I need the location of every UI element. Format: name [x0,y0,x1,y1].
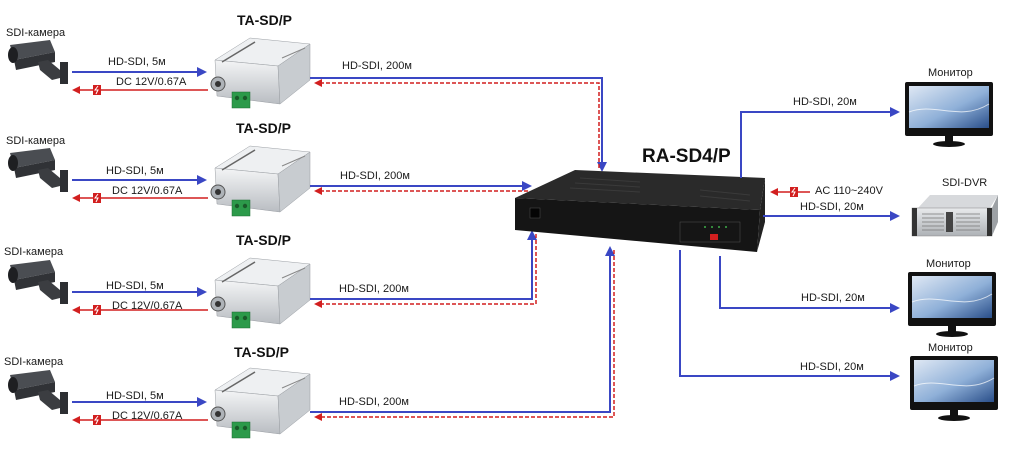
trunk-link-label: HD-SDI, 200м [339,283,409,295]
video-link-label: HD-SDI, 5м [106,280,164,292]
camera-label: SDI-камера [6,135,66,147]
terminal-block [231,421,251,439]
output-link-label: HD-SDI, 20м [801,292,865,304]
cctv-camera-icon [8,370,68,414]
transmitter-device [210,367,311,439]
transmitter-model: TA-SD/P [234,344,289,360]
monitor-icon [905,82,993,147]
trunk-line-2 [310,181,532,195]
video-link-label: HD-SDI, 5м [108,56,166,68]
receiver-device [515,170,765,252]
output-line-3 [719,256,900,313]
monitor-icon [910,356,998,421]
output-device-label: Монитор [928,342,973,354]
video-link-label: HD-SDI, 5м [106,390,164,402]
camera-label: SDI-камера [6,27,66,39]
camera-row [8,37,311,109]
cctv-camera-icon [8,40,68,84]
transmitter-model: TA-SD/P [236,120,291,136]
cctv-camera-icon [8,148,68,192]
trunk-line-3 [310,230,537,308]
camera-row [8,145,311,217]
transmitter-device [210,257,311,329]
receiver-model: RA-SD4/P [642,146,731,167]
transmitter-model: TA-SD/P [236,232,291,248]
power-input-label: AC 110~240V [815,185,883,197]
terminal-block [231,199,251,217]
lightning-icon [93,85,101,95]
terminal-block [231,91,251,109]
power-switch [529,207,541,219]
transmitter-device [210,145,311,217]
trunk-link-label: HD-SDI, 200м [342,60,412,72]
output-link-label: HD-SDI, 20м [800,361,864,373]
output-device-label: Монитор [926,258,971,270]
power-link-label: DC 12V/0.67A [112,300,183,312]
cctv-camera-icon [8,260,68,304]
output-link-label: HD-SDI, 20м [793,96,857,108]
camera-row [8,257,311,329]
trunk-line-1 [310,77,607,172]
power-link-label: DC 12V/0.67A [112,185,183,197]
transmitter-model: TA-SD/P [237,12,292,28]
trunk-link-label: HD-SDI, 200м [339,396,409,408]
dvr-icon [911,195,998,237]
lightning-icon [93,415,101,425]
output-device-label: SDI-DVR [942,177,988,189]
lightning-icon [93,193,101,203]
lightning-icon [93,305,101,315]
terminal-block [231,311,251,329]
output-device-label: Монитор [928,67,973,79]
dip-switch [710,234,718,240]
trunk-line-4 [310,246,615,421]
transmitter-device [210,37,311,109]
camera-label: SDI-камера [4,246,64,258]
camera-row [8,367,311,439]
camera-label: SDI-камера [4,356,64,368]
output-line-4 [679,250,900,381]
output-line-1 [740,107,900,178]
trunk-link-label: HD-SDI, 200м [340,170,410,182]
power-link-label: DC 12V/0.67A [116,76,187,88]
monitor-icon [908,272,996,337]
video-link-label: HD-SDI, 5м [106,165,164,177]
output-link-label: HD-SDI, 20м [800,201,864,213]
power-input-line [770,187,810,197]
power-link-label: DC 12V/0.67A [112,410,183,422]
